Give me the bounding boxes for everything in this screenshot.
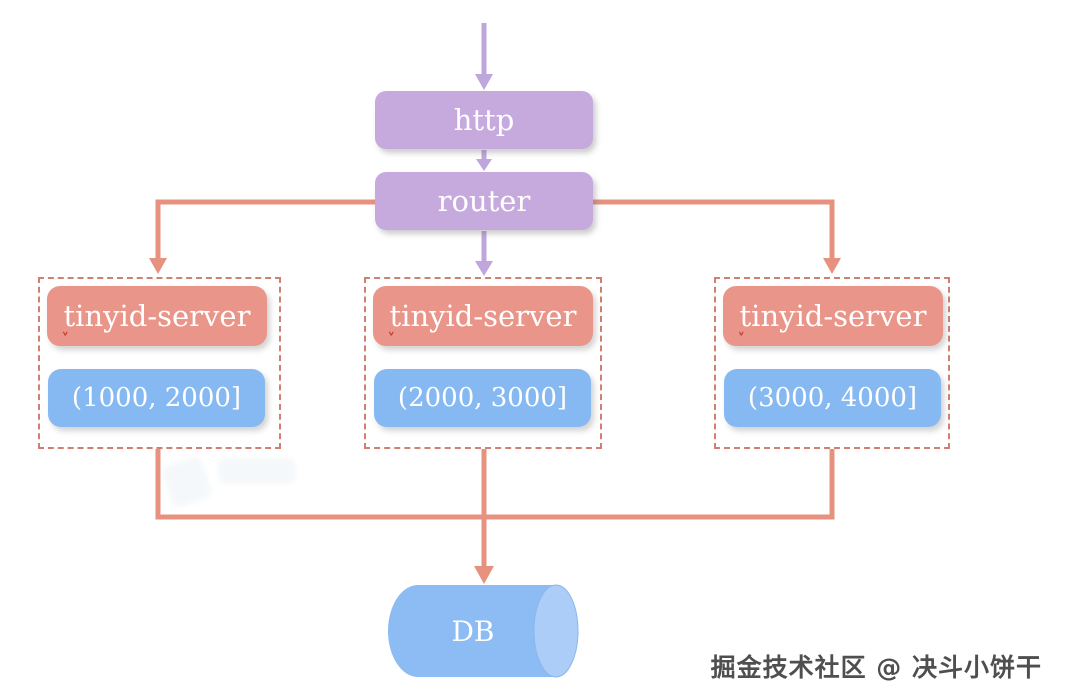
http-node: http (375, 91, 593, 149)
spellcheck-mark-icon: ˅ (387, 330, 396, 348)
server-group-1: tinyid-server ˅ (1000, 2000] (38, 277, 281, 449)
arrow-http-router-head (476, 159, 492, 171)
router-node-label: router (437, 184, 531, 218)
db-cylinder-cap (533, 584, 579, 678)
server-group-2: tinyid-server ˅ (2000, 3000] (364, 277, 602, 449)
connector-db-head (474, 566, 494, 584)
tinyid-server-box-1: tinyid-server ˅ (47, 286, 267, 348)
id-range-box-2: (2000, 3000] (374, 369, 591, 427)
connector-router-left-head (149, 258, 167, 274)
server-group-3: tinyid-server ˅ (3000, 4000] (714, 277, 950, 449)
router-node: router (375, 172, 593, 230)
tinyid-server-label: tinyid-server ˅ (737, 299, 927, 348)
spellcheck-mark-icon: ˅ (61, 330, 70, 348)
connector-router-right (593, 199, 835, 259)
connector-router-left (155, 199, 375, 259)
spellcheck-mark-icon: ˅ (737, 330, 746, 348)
id-range-label: (2000, 3000] (397, 383, 568, 413)
tinyid-server-label: tinyid-server ˅ (387, 299, 577, 348)
watermark-text: 掘金技术社区 @ 决斗小饼干 (710, 653, 1042, 682)
arrow-router-middle-head (475, 261, 493, 276)
id-range-label: (1000, 2000] (71, 383, 242, 413)
tinyid-server-box-2: tinyid-server ˅ (373, 286, 593, 348)
http-node-label: http (453, 103, 515, 137)
id-range-box-1: (1000, 2000] (48, 369, 265, 427)
id-range-box-3: (3000, 4000] (724, 369, 941, 427)
db-cylinder-body (388, 585, 578, 677)
arrow-top-entry-head (475, 74, 493, 90)
tinyid-server-box-3: tinyid-server ˅ (723, 286, 943, 348)
db-node-label: DB (451, 614, 495, 648)
connector-router-right-head (823, 258, 841, 274)
tinyid-server-label: tinyid-server ˅ (61, 299, 251, 348)
id-range-label: (3000, 4000] (747, 383, 918, 413)
